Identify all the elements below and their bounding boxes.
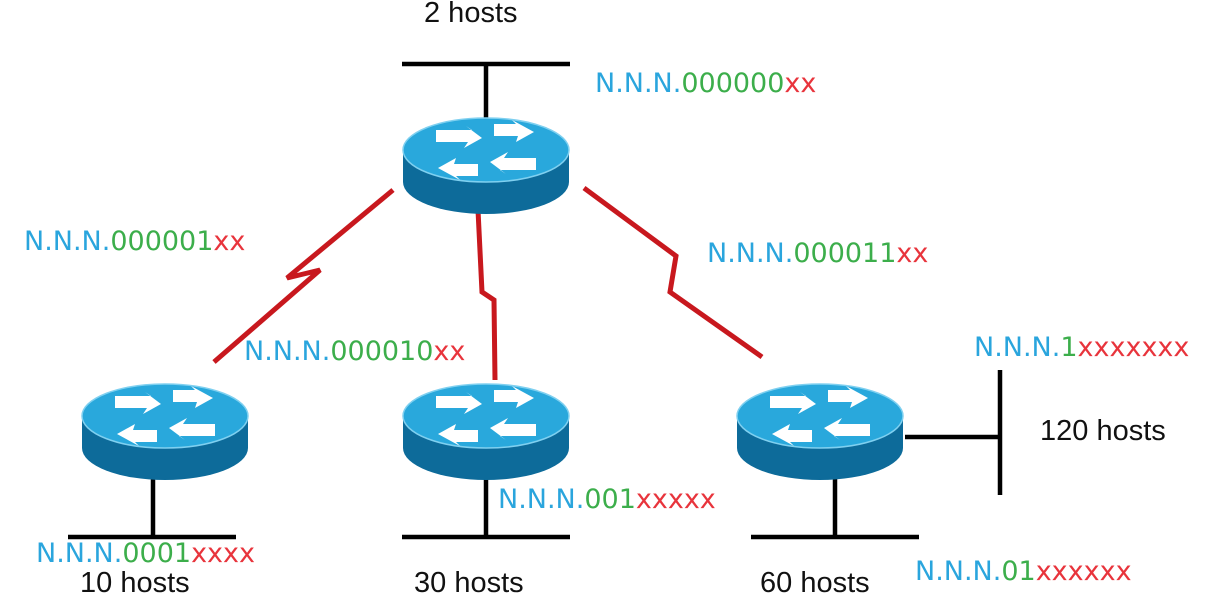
address-middle-lan: N.N.N.001xxxxx <box>498 484 716 515</box>
address-wan-left: N.N.N.000001xx <box>24 226 245 257</box>
router-left[interactable] <box>81 383 249 481</box>
router-icon <box>402 383 570 481</box>
serial-links <box>212 185 764 381</box>
router-right[interactable] <box>736 383 904 481</box>
address-left-lan: N.N.N.0001xxxx <box>36 538 255 569</box>
hosts-label-left: 10 hosts <box>80 567 190 599</box>
router-core[interactable] <box>402 117 570 215</box>
ethernet-links <box>68 61 1003 540</box>
address-wan-right: N.N.N.000011xx <box>707 238 928 269</box>
serial-link-middle <box>475 209 498 381</box>
hosts-label-top: 2 hosts <box>424 0 518 29</box>
address-top-lan: N.N.N.000000xx <box>595 68 816 99</box>
address-right-lan: N.N.N.01xxxxxx <box>915 556 1132 587</box>
router-icon <box>81 383 249 481</box>
serial-link-right <box>582 185 764 360</box>
hosts-label-middle: 30 hosts <box>414 567 524 599</box>
address-right-side-lan: N.N.N.1xxxxxxx <box>974 332 1189 363</box>
hosts-label-right-bottom: 60 hosts <box>760 567 870 599</box>
address-wan-middle: N.N.N.000010xx <box>244 336 465 367</box>
router-middle[interactable] <box>402 383 570 481</box>
router-icon <box>402 117 570 215</box>
hosts-label-right-side: 120 hosts <box>1040 415 1166 447</box>
router-icon <box>736 383 904 481</box>
serial-link-left <box>212 188 395 364</box>
